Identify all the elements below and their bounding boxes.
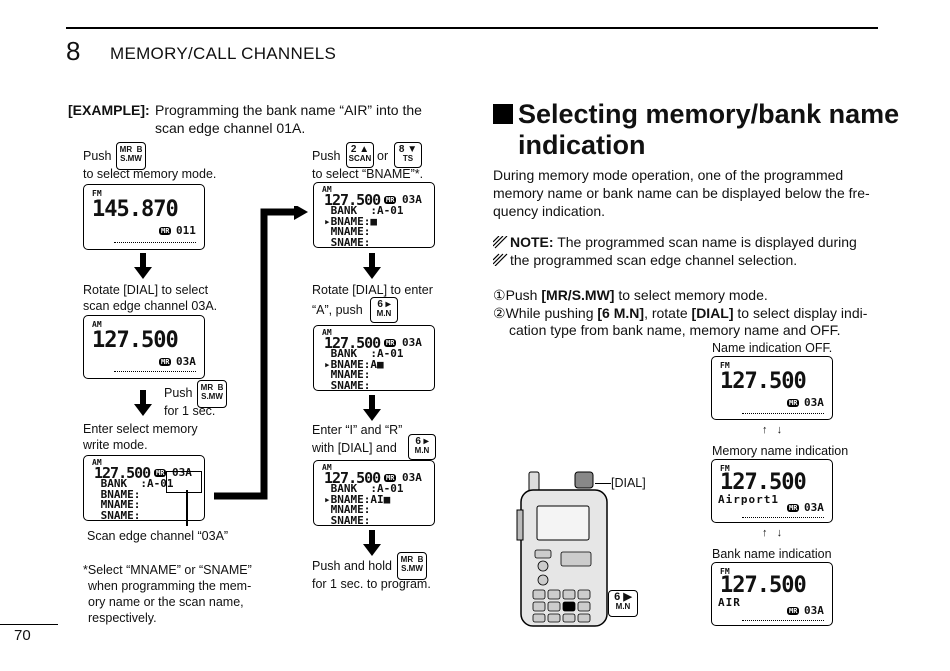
step3-push: Push: [164, 386, 193, 400]
step1-push: Push: [83, 149, 112, 163]
key-6-mn-icon: 6 ▸M.N: [408, 434, 436, 460]
note-hatch-icon: [493, 236, 508, 266]
lcd-display-5: AM 127.500 MR 03A BANK :A-01▸BNAME:A■ MN…: [313, 325, 435, 391]
c2-select-bname: to select “BNAME”*.: [312, 167, 424, 181]
step2-line1: Rotate [DIAL] to select: [83, 283, 209, 297]
cycle-arrows-icon: ↑ ↓: [762, 424, 783, 436]
section-bullet-icon: [493, 104, 513, 124]
note-1: *Select “MNAME” or “SNAME”: [83, 563, 252, 577]
key-8-ts-icon: 8 ▼TS: [394, 142, 422, 168]
lcd-row: ▸BNAME:■: [324, 214, 377, 228]
lcd-row: SNAME:: [324, 513, 371, 526]
note-2: when programming the mem-: [88, 579, 252, 593]
section-para: During memory mode operation, one of the…: [493, 167, 870, 219]
lcd-row: SNAME:: [94, 508, 141, 521]
c2-rotate-2: “A”, push: [312, 303, 363, 317]
down-arrow-icon: [363, 530, 381, 556]
c2-hold-2: for 1 sec. to program.: [312, 577, 431, 591]
lcd-rows: BANK :A-01 BNAME: MNAME: SNAME:: [94, 477, 174, 521]
callout-line: [186, 490, 188, 526]
lcd-row: BNAME:: [94, 487, 141, 501]
key-2-scan-icon: 2 ▲SCAN: [346, 142, 374, 168]
c2-enter-1: Enter “I” and “R”: [312, 423, 403, 437]
lcd-rows: BANK :A-01▸BNAME:AI■ MNAME: SNAME:: [324, 482, 404, 526]
example-label: [EXAMPLE]:: [68, 102, 150, 118]
note-line-1: NOTE: The programmed scan name is displa…: [510, 234, 857, 250]
lcd-row: SNAME:: [324, 378, 371, 391]
down-arrow-icon: [134, 390, 152, 416]
lcd-display-6: AM 127.500 MR 03A BANK :A-01▸BNAME:AI■ M…: [313, 460, 435, 526]
example-text-2: scan edge channel 01A.: [155, 120, 306, 136]
lcd-display-bank: FM 127.500 AIR MR 03A: [711, 562, 833, 626]
section-title-2: indication: [518, 130, 646, 160]
step3-text: for 1 sec.: [164, 404, 216, 418]
c2-or: or: [377, 149, 389, 163]
lcd-row: SNAME:: [324, 235, 371, 248]
lcd-display-4: AM 127.500 MR 03A BANK :A-01▸BNAME:■ MNA…: [313, 182, 435, 248]
lcd-display-off: FM 127.500 MR 03A: [711, 356, 833, 420]
lcd-display-1: FM 145.870 MR 011: [83, 184, 205, 250]
chapter-title: MEMORY/CALL CHANNELS: [110, 44, 337, 63]
step1-text: to select memory mode.: [83, 167, 217, 181]
down-arrow-icon: [363, 395, 381, 421]
note-3: ory name or the scan name,: [88, 595, 244, 609]
page-number-rule: [0, 624, 58, 625]
note-4: respectively.: [88, 611, 157, 625]
lcd-row: BANK :A-01: [94, 477, 174, 490]
dial-label: [DIAL]: [611, 476, 646, 490]
callout-box: [166, 471, 202, 493]
section-title-1: Selecting memory/bank name: [518, 99, 900, 129]
c2-push: Push: [312, 149, 341, 163]
instruction-step-2: ②While pushing [6 M.N], rotate [DIAL] to…: [493, 305, 868, 321]
lcd-row: ▸BNAME:A■: [324, 357, 384, 371]
lcd-row: ▸BNAME:AI■: [324, 492, 391, 506]
lcd-row: BANK :A-01: [324, 347, 404, 360]
lcd-rows: BANK :A-01▸BNAME:■ MNAME: SNAME:: [324, 204, 404, 248]
scan-edge-label: Scan edge channel “03A”: [87, 529, 229, 543]
radio-illustration-icon: [516, 471, 608, 627]
c2-rotate-1: Rotate [DIAL] to enter: [312, 283, 433, 297]
key-6-mn-icon: 6 ▸M.N: [370, 297, 398, 323]
down-arrow-icon: [134, 253, 152, 279]
instruction-step-2-cont: cation type from bank name, memory name …: [509, 322, 841, 338]
note-line-2: the programmed scan edge channel selecti…: [510, 252, 798, 268]
down-arrow-icon: [363, 253, 381, 279]
page-number: 70: [14, 627, 31, 644]
c2-hold-1: Push and hold: [312, 559, 392, 573]
lcd-row: MNAME:: [324, 225, 371, 238]
lcd-row: MNAME:: [94, 498, 141, 511]
chapter-number: 8: [66, 36, 81, 66]
instruction-step-1: ①Push [MR/S.MW] to select memory mode.: [493, 287, 768, 303]
label-memory-name: Memory name indication: [712, 444, 849, 458]
lcd-row: MNAME:: [324, 503, 371, 516]
lcd-row: BANK :A-01: [324, 482, 404, 495]
key-6-mn-icon: 6 ▶M.N: [608, 590, 638, 617]
example-text-1: Programming the bank name “AIR” into the: [155, 102, 422, 118]
lcd-row: MNAME:: [324, 368, 371, 381]
connector-arrow-icon: [214, 206, 308, 500]
lcd-display-2: AM 127.500 MR 03A: [83, 315, 205, 379]
step4-line1: Enter select memory: [83, 422, 198, 436]
lcd-row: BANK :A-01: [324, 204, 404, 217]
lcd-display-memory: FM 127.500 Airport1 MR 03A: [711, 459, 833, 523]
header-rule: [66, 27, 878, 29]
label-bank-name: Bank name indication: [712, 547, 832, 561]
lcd-display-3: AM 127.500 MR 03A BANK :A-01 BNAME: MNAM…: [83, 455, 205, 521]
lcd-rows: BANK :A-01▸BNAME:A■ MNAME: SNAME:: [324, 347, 404, 391]
dial-leader: [595, 483, 611, 484]
cycle-arrows-icon: ↑ ↓: [762, 527, 783, 539]
label-name-off: Name indication OFF.: [712, 341, 833, 355]
step4-line2: write mode.: [83, 438, 148, 452]
step2-line2: scan edge channel 03A.: [83, 299, 218, 313]
c2-enter-2: with [DIAL] and: [312, 441, 397, 455]
